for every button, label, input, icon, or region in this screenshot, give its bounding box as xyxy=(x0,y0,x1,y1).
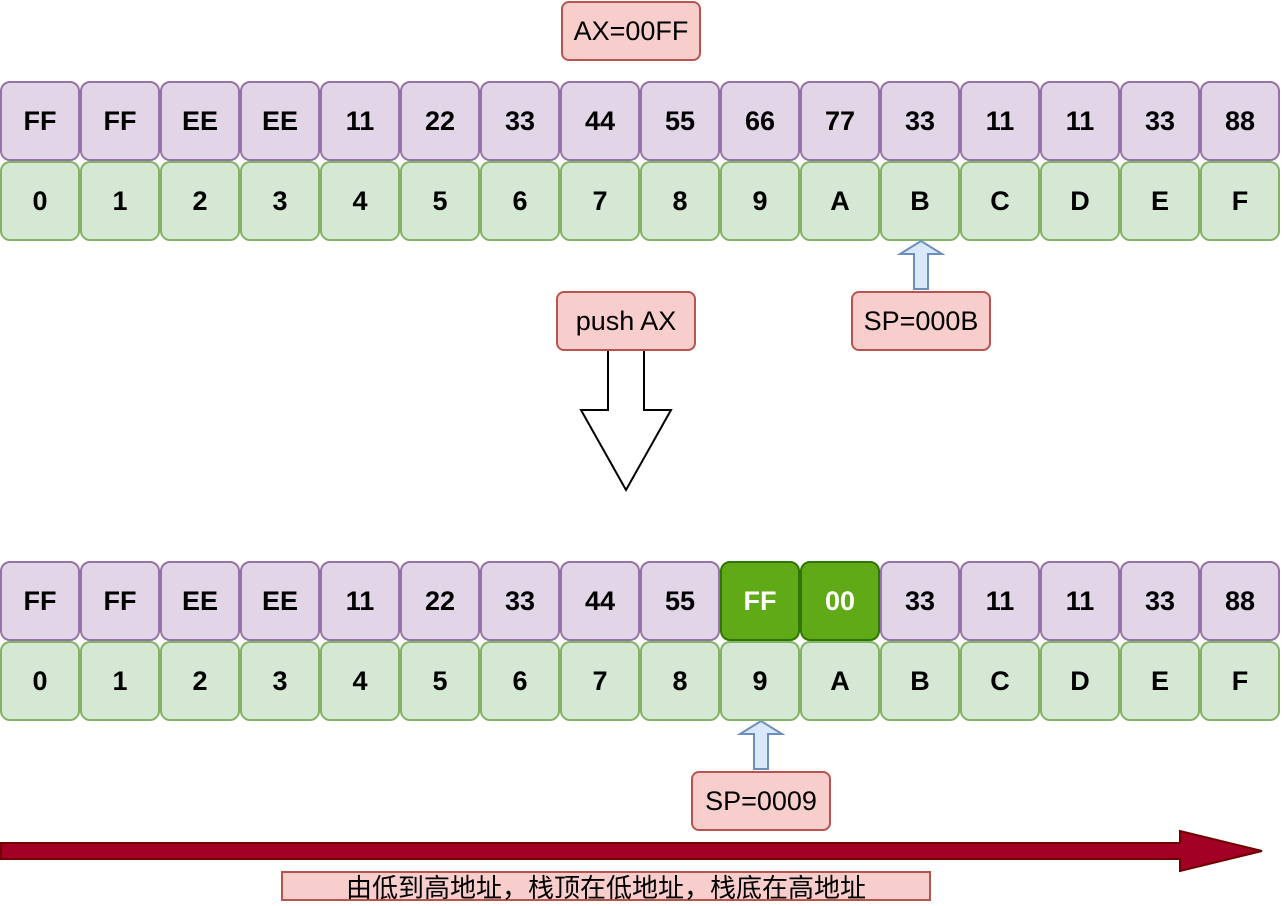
memory-cell-address-before-15: F xyxy=(1200,161,1280,241)
memory-cell-address-before-4: 4 xyxy=(320,161,400,241)
address-direction-arrow xyxy=(0,829,1263,873)
memory-cell-address-after-15: F xyxy=(1200,641,1280,721)
memory-cell-address-before-7: 7 xyxy=(560,161,640,241)
memory-cell-value-after-9: FF xyxy=(720,561,800,641)
register-ax-label: AX=00FF xyxy=(561,1,701,61)
sp-pointer-arrow-before xyxy=(896,239,946,290)
sp-label-after: SP=0009 xyxy=(691,771,831,831)
memory-cell-address-before-14: E xyxy=(1120,161,1200,241)
memory-cell-value-before-1: FF xyxy=(80,81,160,161)
memory-cell-value-before-3: EE xyxy=(240,81,320,161)
push-instruction-label: push AX xyxy=(556,291,696,351)
memory-cell-value-after-8: 55 xyxy=(640,561,720,641)
memory-cell-value-after-2: EE xyxy=(160,561,240,641)
memory-cell-address-before-3: 3 xyxy=(240,161,320,241)
memory-cell-value-before-7: 44 xyxy=(560,81,640,161)
memory-cell-address-before-11: B xyxy=(880,161,960,241)
memory-cell-address-before-6: 6 xyxy=(480,161,560,241)
memory-cell-address-before-5: 5 xyxy=(400,161,480,241)
memory-cell-value-before-4: 11 xyxy=(320,81,400,161)
memory-cell-address-after-6: 6 xyxy=(480,641,560,721)
memory-cell-address-after-12: C xyxy=(960,641,1040,721)
memory-cell-value-after-6: 33 xyxy=(480,561,560,641)
memory-cell-value-before-15: 88 xyxy=(1200,81,1280,161)
memory-cell-value-after-3: EE xyxy=(240,561,320,641)
memory-cell-value-after-11: 33 xyxy=(880,561,960,641)
memory-cell-address-after-8: 8 xyxy=(640,641,720,721)
direction-caption: 由低到高地址，栈顶在低地址，栈底在高地址 xyxy=(281,871,931,904)
memory-cell-value-after-10: 00 xyxy=(800,561,880,641)
memory-cell-address-before-9: 9 xyxy=(720,161,800,241)
memory-cell-value-after-15: 88 xyxy=(1200,561,1280,641)
memory-cell-value-before-6: 33 xyxy=(480,81,560,161)
memory-cell-address-after-7: 7 xyxy=(560,641,640,721)
memory-cell-value-before-2: EE xyxy=(160,81,240,161)
memory-cell-address-after-4: 4 xyxy=(320,641,400,721)
memory-cell-value-after-4: 11 xyxy=(320,561,400,641)
memory-cell-value-after-7: 44 xyxy=(560,561,640,641)
memory-cell-address-before-1: 1 xyxy=(80,161,160,241)
push-transition-arrow xyxy=(579,351,673,493)
memory-cell-value-after-0: FF xyxy=(0,561,80,641)
memory-cell-value-before-14: 33 xyxy=(1120,81,1200,161)
sp-label-before: SP=000B xyxy=(851,291,991,351)
memory-cell-address-before-2: 2 xyxy=(160,161,240,241)
memory-cell-address-after-1: 1 xyxy=(80,641,160,721)
memory-cell-address-after-14: E xyxy=(1120,641,1200,721)
memory-cell-address-after-0: 0 xyxy=(0,641,80,721)
memory-cell-address-after-13: D xyxy=(1040,641,1120,721)
sp-pointer-arrow-after xyxy=(736,719,786,770)
memory-cell-value-before-10: 77 xyxy=(800,81,880,161)
memory-cell-value-before-5: 22 xyxy=(400,81,480,161)
memory-cell-value-after-1: FF xyxy=(80,561,160,641)
memory-cell-value-before-8: 55 xyxy=(640,81,720,161)
memory-cell-address-before-8: 8 xyxy=(640,161,720,241)
memory-cell-value-after-13: 11 xyxy=(1040,561,1120,641)
memory-cell-address-after-2: 2 xyxy=(160,641,240,721)
memory-cell-address-after-9: 9 xyxy=(720,641,800,721)
memory-cell-address-before-0: 0 xyxy=(0,161,80,241)
memory-cell-address-after-11: B xyxy=(880,641,960,721)
memory-cell-value-before-13: 11 xyxy=(1040,81,1120,161)
memory-cell-value-before-0: FF xyxy=(0,81,80,161)
memory-cell-value-before-12: 11 xyxy=(960,81,1040,161)
memory-cell-value-before-11: 33 xyxy=(880,81,960,161)
memory-cell-address-after-3: 3 xyxy=(240,641,320,721)
memory-cell-value-after-12: 11 xyxy=(960,561,1040,641)
memory-cell-address-before-10: A xyxy=(800,161,880,241)
memory-cell-address-after-10: A xyxy=(800,641,880,721)
memory-cell-value-after-14: 33 xyxy=(1120,561,1200,641)
memory-cell-address-after-5: 5 xyxy=(400,641,480,721)
memory-cell-value-after-5: 22 xyxy=(400,561,480,641)
memory-cell-value-before-9: 66 xyxy=(720,81,800,161)
memory-cell-address-before-12: C xyxy=(960,161,1040,241)
memory-cell-address-before-13: D xyxy=(1040,161,1120,241)
